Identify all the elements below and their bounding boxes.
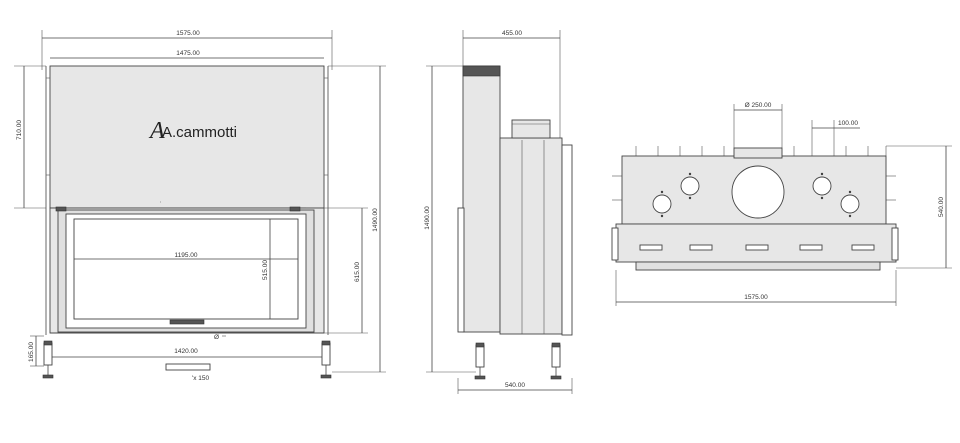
- side-view: 455.00 1490.00 540.00: [424, 30, 573, 394]
- dim-top-width: 1575.00: [744, 294, 768, 301]
- side-leg-right: [550, 342, 562, 380]
- dim-top-depth: 540.00: [938, 197, 945, 217]
- front-leg-left: [42, 340, 54, 379]
- svg-text:A: A: [148, 118, 165, 144]
- top-flue-collar: [733, 147, 783, 159]
- dim-opening-height: 615.00: [354, 262, 361, 282]
- dim-top-height: 710.00: [16, 120, 23, 140]
- flue-outlet: [731, 165, 785, 219]
- air-inlet: [165, 363, 211, 371]
- dim-flue-diameter: Ø 250.00: [745, 102, 772, 109]
- front-view: 1575.00 1475.00 A A.cammotti 710.00: [14, 30, 386, 382]
- diameter-mark: Ø: [214, 334, 219, 341]
- glass-panel: [73, 218, 299, 320]
- dim-offset: 100.00: [838, 120, 858, 127]
- air-port-2: [652, 194, 672, 214]
- dim-glass-width: 1195.00: [174, 252, 197, 259]
- side-body: [499, 137, 563, 335]
- dim-side-bottom-depth: 540.00: [505, 382, 525, 389]
- brand-logo: A A.cammotti: [148, 118, 237, 144]
- dim-side-top-depth: 455.00: [502, 30, 522, 37]
- dim-base-width: 1420.00: [174, 348, 198, 355]
- brand-logo-text: A.cammotti: [162, 124, 237, 141]
- top-front-frame: [615, 223, 897, 263]
- top-view: Ø 250.00 100.00: [611, 102, 952, 306]
- air-port-4: [840, 194, 860, 214]
- dim-inner-width: 1475.00: [176, 50, 200, 57]
- side-leg-left: [474, 342, 486, 380]
- dim-side-height: 1490.00: [424, 206, 431, 230]
- dim-base-height: 165.00: [28, 342, 35, 362]
- vent-slots: [639, 244, 875, 251]
- front-leg-right: [320, 340, 332, 379]
- air-port-1: [680, 176, 700, 196]
- dim-glass-height: 515.00: [262, 260, 269, 280]
- air-port-3: [812, 176, 832, 196]
- side-front-panel: [462, 65, 501, 333]
- dim-overall-width: 1575.00: [176, 30, 200, 37]
- front-hood: [49, 65, 325, 209]
- dim-total-height: 1490.00: [372, 208, 379, 232]
- dim-bottom-note: 'x 150: [192, 375, 210, 382]
- side-flue-collar: [511, 119, 551, 139]
